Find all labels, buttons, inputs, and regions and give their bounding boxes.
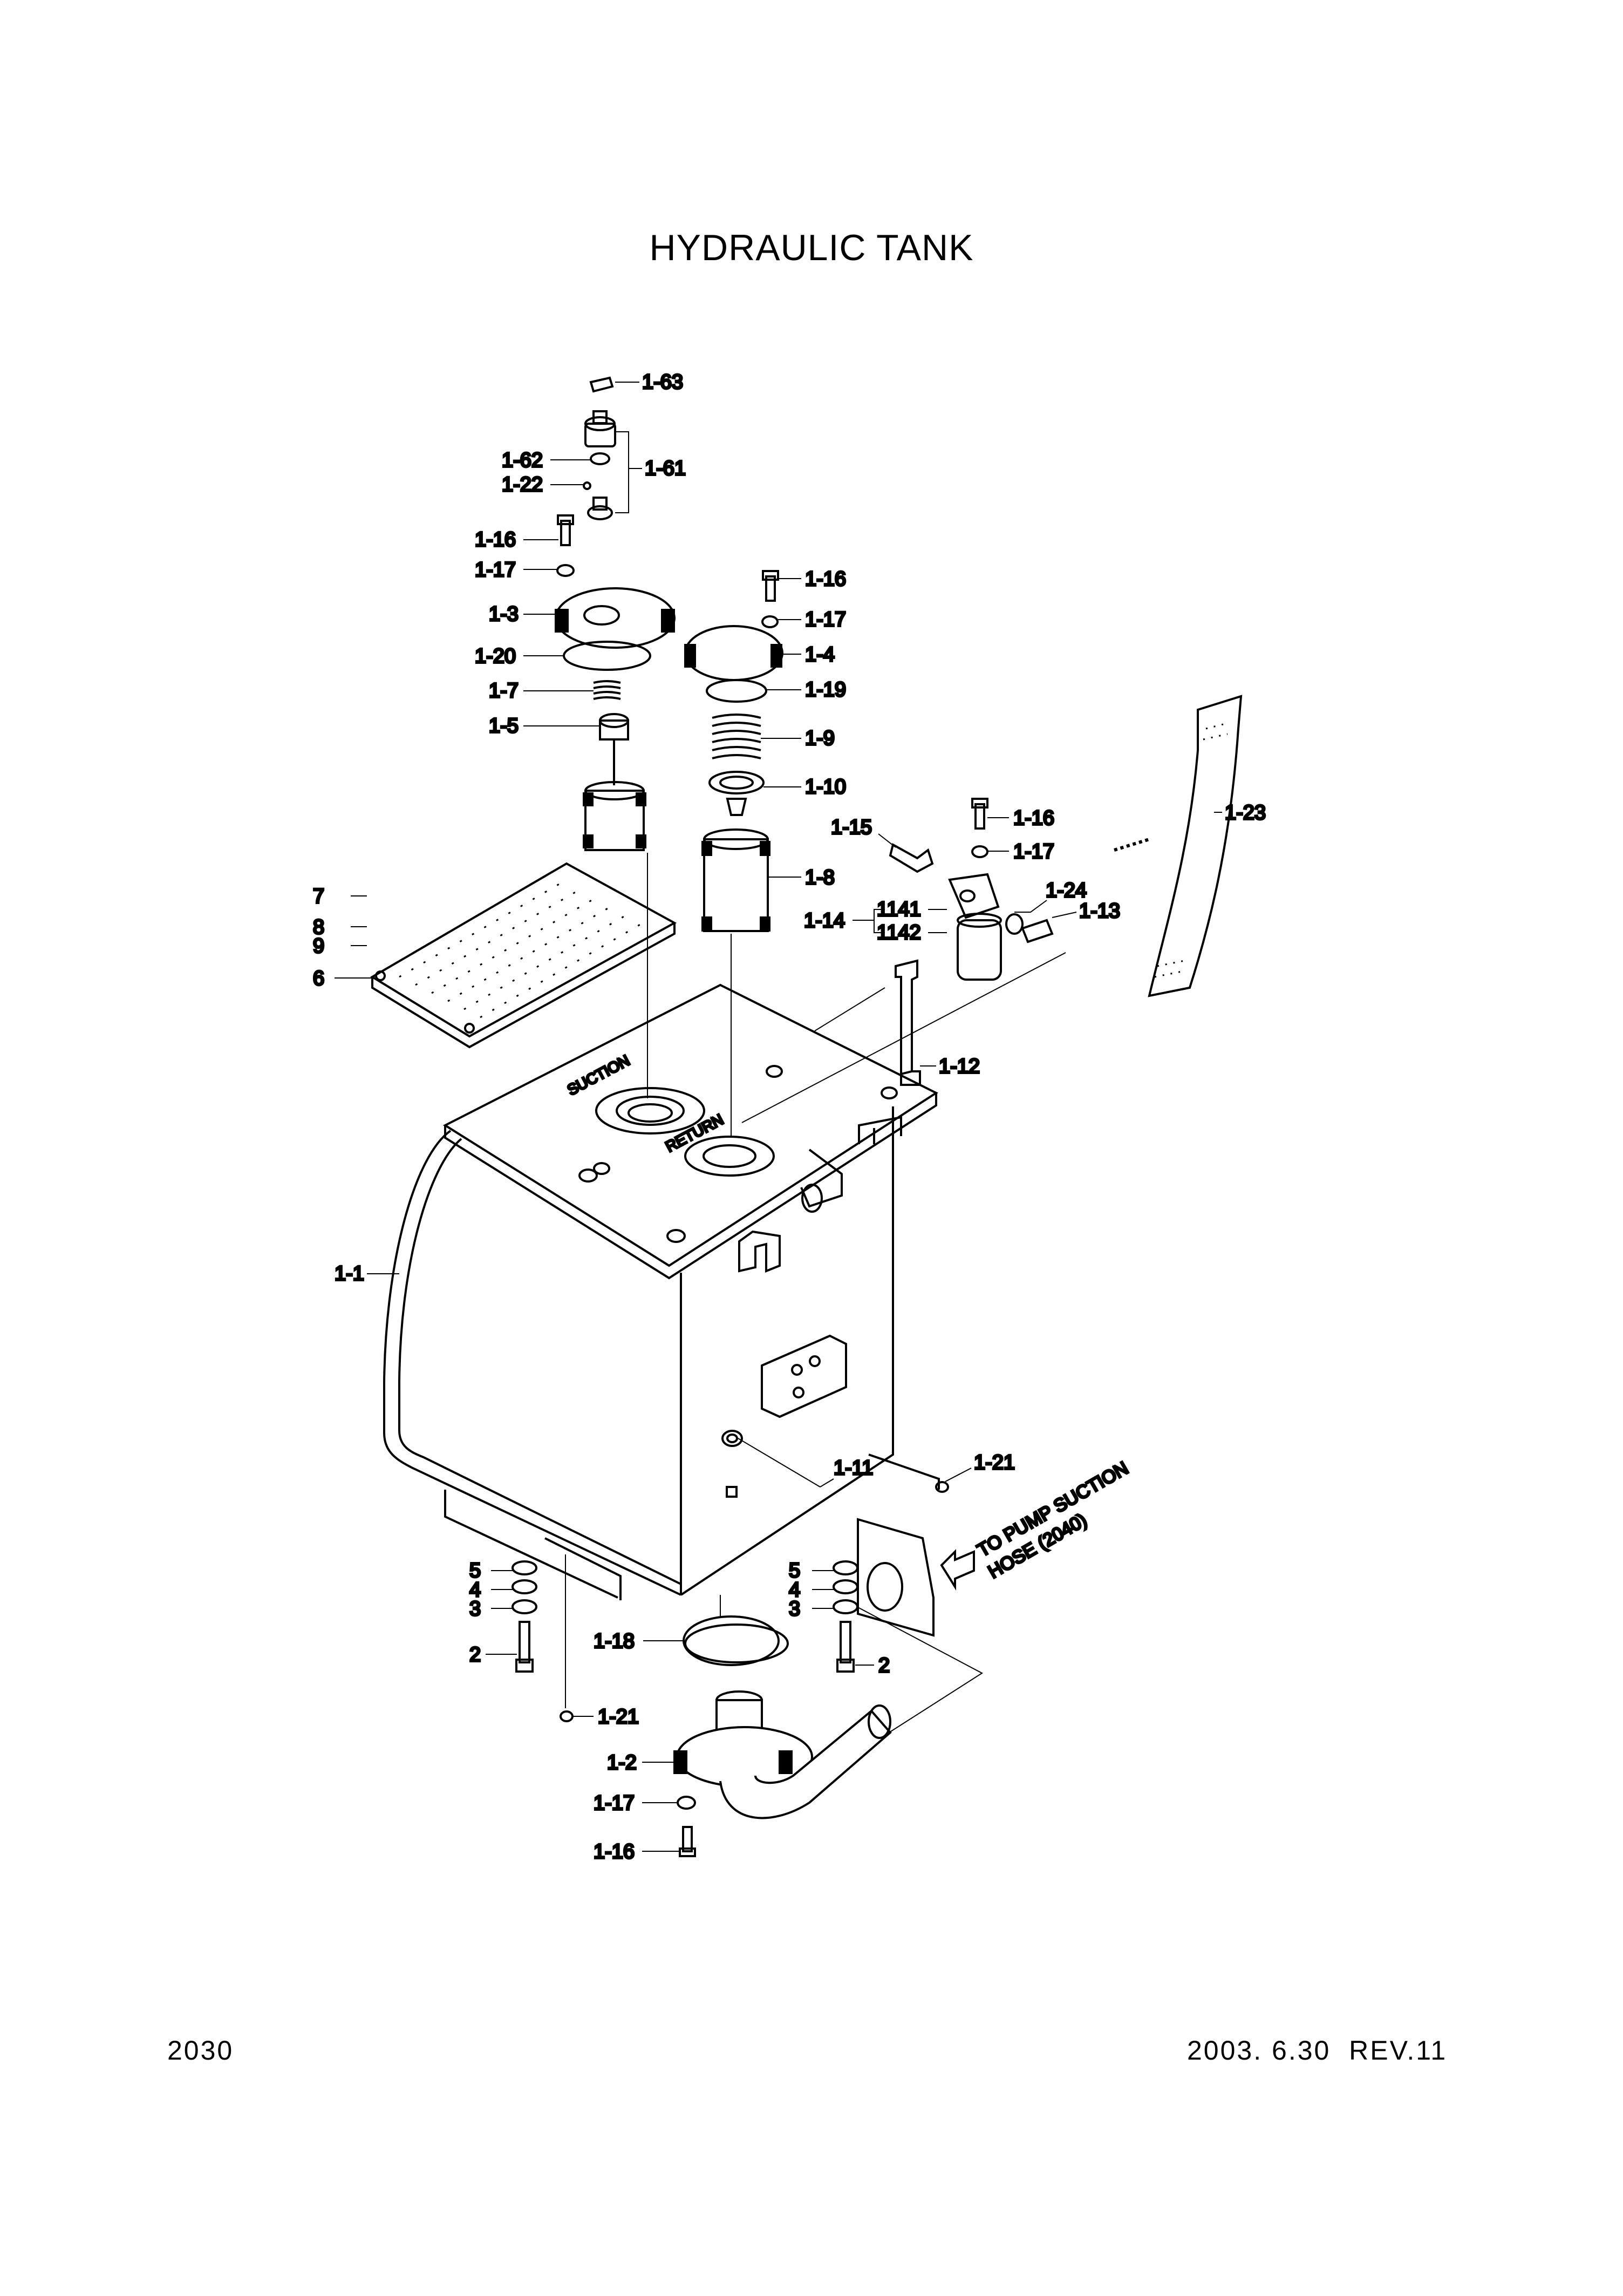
- label-1-5: 1-5: [489, 715, 519, 737]
- label-1-11: 1-11: [834, 1457, 873, 1479]
- label-1-20: 1-20: [475, 645, 516, 668]
- label-8: 8: [313, 916, 324, 939]
- label-1-17: 1-17: [594, 1792, 635, 1815]
- label-1-24: 1-24: [1046, 879, 1087, 902]
- label-1-13: 1-13: [1079, 900, 1120, 922]
- label-1-14: 1-14: [804, 909, 845, 932]
- label-1-21: 1-21: [598, 1706, 639, 1728]
- label-2: 2: [469, 1643, 481, 1666]
- label-1-16: 1-16: [475, 528, 516, 551]
- label-5: 5: [469, 1559, 481, 1582]
- label-1-23: 1-23: [1225, 801, 1266, 824]
- label-1-61: 1-61: [645, 457, 686, 480]
- label-1-19: 1-19: [805, 678, 846, 701]
- label-1-10: 1-10: [805, 776, 846, 798]
- label-3: 3: [789, 1598, 800, 1620]
- mount-hardware-right: [833, 1481, 983, 1736]
- label-9: 9: [313, 935, 324, 957]
- label-1-16: 1-16: [805, 568, 846, 590]
- page-title: HYDRAULIC TANK: [649, 227, 974, 268]
- label-5: 5: [789, 1559, 800, 1582]
- label-1-17: 1-17: [475, 559, 516, 581]
- label-1-22: 1-22: [502, 473, 543, 496]
- arrow-icon: [940, 1549, 975, 1591]
- label-1-4: 1-4: [805, 643, 835, 666]
- label-3: 3: [469, 1598, 481, 1620]
- label-7: 7: [313, 885, 324, 908]
- leader-lines: [335, 382, 1222, 1852]
- page-number: 2030: [167, 2035, 234, 2066]
- label-1-16: 1-16: [1013, 807, 1054, 830]
- label-1-3: 1-3: [489, 603, 519, 626]
- tank-body: [383, 983, 940, 1637]
- label-4: 4: [789, 1579, 800, 1601]
- label-4: 4: [469, 1579, 481, 1601]
- label-1-15: 1-15: [831, 816, 872, 839]
- label-1142: 1142: [877, 921, 921, 944]
- label-2: 2: [878, 1654, 890, 1677]
- label-1-18: 1-18: [594, 1630, 635, 1653]
- label-6: 6: [313, 967, 324, 990]
- return-filter-assembly: [684, 570, 783, 1136]
- perforated-cover-plate: [370, 862, 677, 1049]
- mount-hardware-left: [512, 1554, 574, 1722]
- label-1-12: 1-12: [939, 1055, 980, 1078]
- label-1-63: 1-63: [642, 371, 683, 393]
- date-revision: 2003. 6.30 REV.11: [1187, 2035, 1448, 2066]
- label-1-2: 1-2: [607, 1751, 637, 1774]
- label-1-17: 1-17: [805, 608, 846, 631]
- suction-elbow-assembly: [673, 1623, 892, 1857]
- label-1-17: 1-17: [1013, 840, 1054, 863]
- label-1-21: 1-21: [974, 1451, 1015, 1474]
- label-1-8: 1-8: [805, 866, 835, 889]
- label-1-7: 1-7: [489, 680, 519, 702]
- label-1141: 1141: [877, 898, 921, 921]
- label-1-1: 1-1: [335, 1262, 364, 1285]
- side-cover-panel: [1114, 695, 1243, 997]
- label-1-9: 1-9: [805, 727, 835, 750]
- suction-strainer-assembly: [555, 376, 676, 1098]
- pilot-filter-assembly: [741, 798, 1066, 1123]
- label-1-16: 1-16: [594, 1840, 635, 1863]
- label-1-62: 1-62: [502, 449, 543, 472]
